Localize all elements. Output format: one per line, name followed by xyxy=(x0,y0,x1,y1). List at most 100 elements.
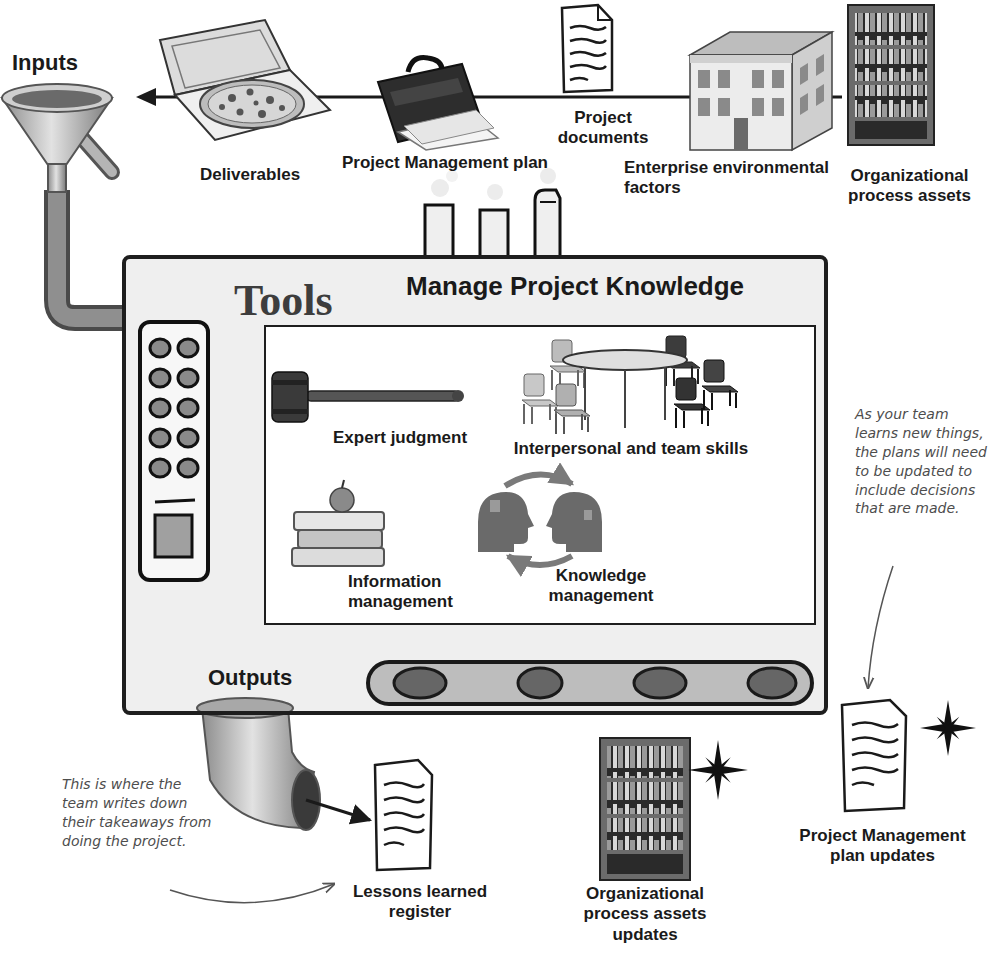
factory-chimneys xyxy=(425,168,560,259)
building-icon xyxy=(734,118,748,150)
document-icon xyxy=(570,26,606,80)
document-icon xyxy=(375,760,432,870)
input-funnel xyxy=(2,84,112,112)
section-heading: Inputs xyxy=(12,50,122,76)
deliverables-icon xyxy=(258,110,266,118)
building-icon xyxy=(800,93,808,115)
building-icon xyxy=(772,70,784,88)
input-funnel xyxy=(48,164,66,192)
factory-chimneys xyxy=(540,201,556,203)
output-pipe xyxy=(306,800,370,820)
conveyor-belt xyxy=(394,668,446,698)
deliverables-icon xyxy=(228,94,236,102)
building-icon xyxy=(752,70,764,88)
process-factory: Manage Project Knowledge ToolsExpert judg… xyxy=(122,255,828,715)
building-icon xyxy=(718,98,730,116)
bookshelf-icon xyxy=(607,818,683,850)
conveyor-belt xyxy=(368,662,812,704)
conveyor-belt xyxy=(518,668,562,698)
document-icon xyxy=(920,700,976,756)
knowledge-heads-icon xyxy=(546,492,602,552)
input-funnel xyxy=(82,138,112,172)
factory-chimneys xyxy=(535,190,560,259)
output-pipe xyxy=(197,698,370,830)
books-icon xyxy=(342,480,344,488)
meeting-table-icon xyxy=(522,336,738,434)
handwritten-note: As your team learns new things, the plan… xyxy=(855,405,987,518)
control-panel xyxy=(140,322,208,580)
bookshelf-icon xyxy=(848,5,934,145)
deliverables-icon xyxy=(237,109,244,116)
control-panel xyxy=(155,515,192,557)
control-panel xyxy=(178,429,198,447)
input-caption: Project documents xyxy=(553,108,653,149)
conveyor-belt xyxy=(394,668,796,698)
conveyor-belt xyxy=(368,662,812,704)
document-icon xyxy=(925,705,970,750)
bookshelf-icon xyxy=(855,85,927,117)
factory-chimneys xyxy=(480,210,508,259)
bookshelf-icon xyxy=(693,745,744,796)
control-panel xyxy=(178,399,198,417)
factory-chimneys xyxy=(487,184,503,200)
document-icon xyxy=(384,783,424,846)
factory-fill xyxy=(122,255,828,715)
document-icon xyxy=(842,700,906,811)
building-icon xyxy=(698,98,710,116)
building-icon xyxy=(752,98,764,116)
input-funnel xyxy=(57,190,130,318)
books-icon xyxy=(330,488,354,512)
control-panel xyxy=(178,459,198,477)
bookshelf-icon xyxy=(600,738,748,880)
gavel-icon xyxy=(272,372,308,422)
tool-caption: Information management xyxy=(348,572,488,613)
bookshelf-icon xyxy=(855,121,927,139)
document-icon xyxy=(375,760,432,870)
deliverables-icon xyxy=(219,104,225,110)
bookshelf-icon xyxy=(855,49,927,81)
meeting-table-icon xyxy=(522,374,558,424)
conveyor-belt xyxy=(634,668,686,698)
input-funnel xyxy=(57,190,130,318)
building-icon xyxy=(690,55,792,150)
note-leader xyxy=(868,566,893,688)
deliverables-icon xyxy=(266,96,274,104)
input-caption: Deliverables xyxy=(180,165,320,185)
conveyor-belt xyxy=(748,668,796,698)
input-funnel xyxy=(2,84,130,318)
output-caption: Organizational process assets updates xyxy=(570,884,720,945)
gavel-icon xyxy=(272,380,308,385)
bookshelf-icon xyxy=(607,854,683,874)
document-icon xyxy=(562,5,612,92)
input-caption: Project Management plan xyxy=(325,153,565,173)
deliverables-icon xyxy=(200,80,304,128)
document-icon xyxy=(598,5,612,20)
control-panel xyxy=(178,369,198,387)
deliverables-icon xyxy=(208,85,296,123)
tool-caption: Interpersonal and team skills xyxy=(511,439,751,459)
tool-caption: Expert judgment xyxy=(333,428,503,448)
output-caption: Lessons learned register xyxy=(345,882,495,923)
bookshelf-icon xyxy=(855,13,927,45)
knowledge-heads-icon xyxy=(490,500,592,520)
building-icon xyxy=(698,54,824,150)
plan-briefcase-icon xyxy=(404,110,494,144)
meeting-table-icon xyxy=(554,384,590,434)
document-icon xyxy=(842,700,976,811)
tool-caption: Knowledge management xyxy=(526,566,676,607)
process-title: Manage Project Knowledge xyxy=(406,271,816,302)
deliverables-icon xyxy=(160,20,330,140)
control-panel xyxy=(150,399,170,417)
building-icon xyxy=(816,54,824,76)
input-caption: Enterprise environmental factors xyxy=(624,158,836,199)
control-panel xyxy=(155,500,195,502)
knowledge-heads-icon xyxy=(478,492,534,552)
knowledge-heads-icon xyxy=(508,556,572,565)
gavel-icon xyxy=(452,390,464,402)
building-icon xyxy=(792,32,832,150)
building-icon xyxy=(698,70,710,88)
tools-heading: Tools xyxy=(234,279,364,323)
deliverables-icon xyxy=(279,105,285,111)
tools-panel-fill xyxy=(264,325,816,625)
